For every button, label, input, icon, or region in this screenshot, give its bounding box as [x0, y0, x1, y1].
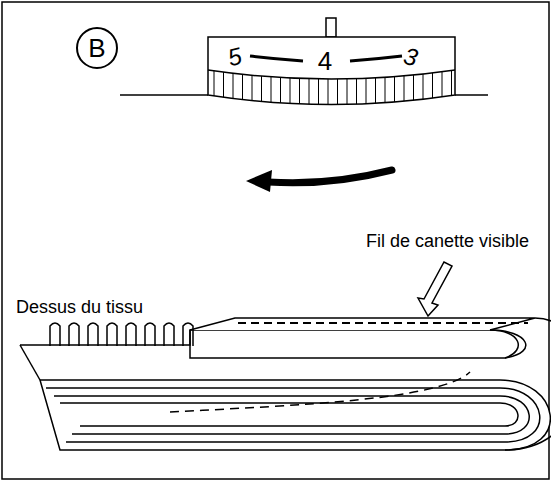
- folded-fabric: [20, 318, 551, 450]
- dial-number: 5: [226, 44, 245, 71]
- leader-arrow: [418, 262, 452, 316]
- label-circle: B: [76, 27, 118, 69]
- dial-number: 3: [402, 44, 421, 71]
- figure-letter: B: [88, 35, 105, 61]
- bobbin-thread-label: Fil de canette visible: [364, 232, 531, 252]
- turn-arrow: [246, 170, 392, 192]
- tension-dial-scale: 5 4 3: [208, 37, 455, 71]
- dial-number: 4: [318, 48, 332, 74]
- fabric-side-label: Dessus du tissu: [14, 298, 145, 318]
- tension-dial: [120, 18, 488, 105]
